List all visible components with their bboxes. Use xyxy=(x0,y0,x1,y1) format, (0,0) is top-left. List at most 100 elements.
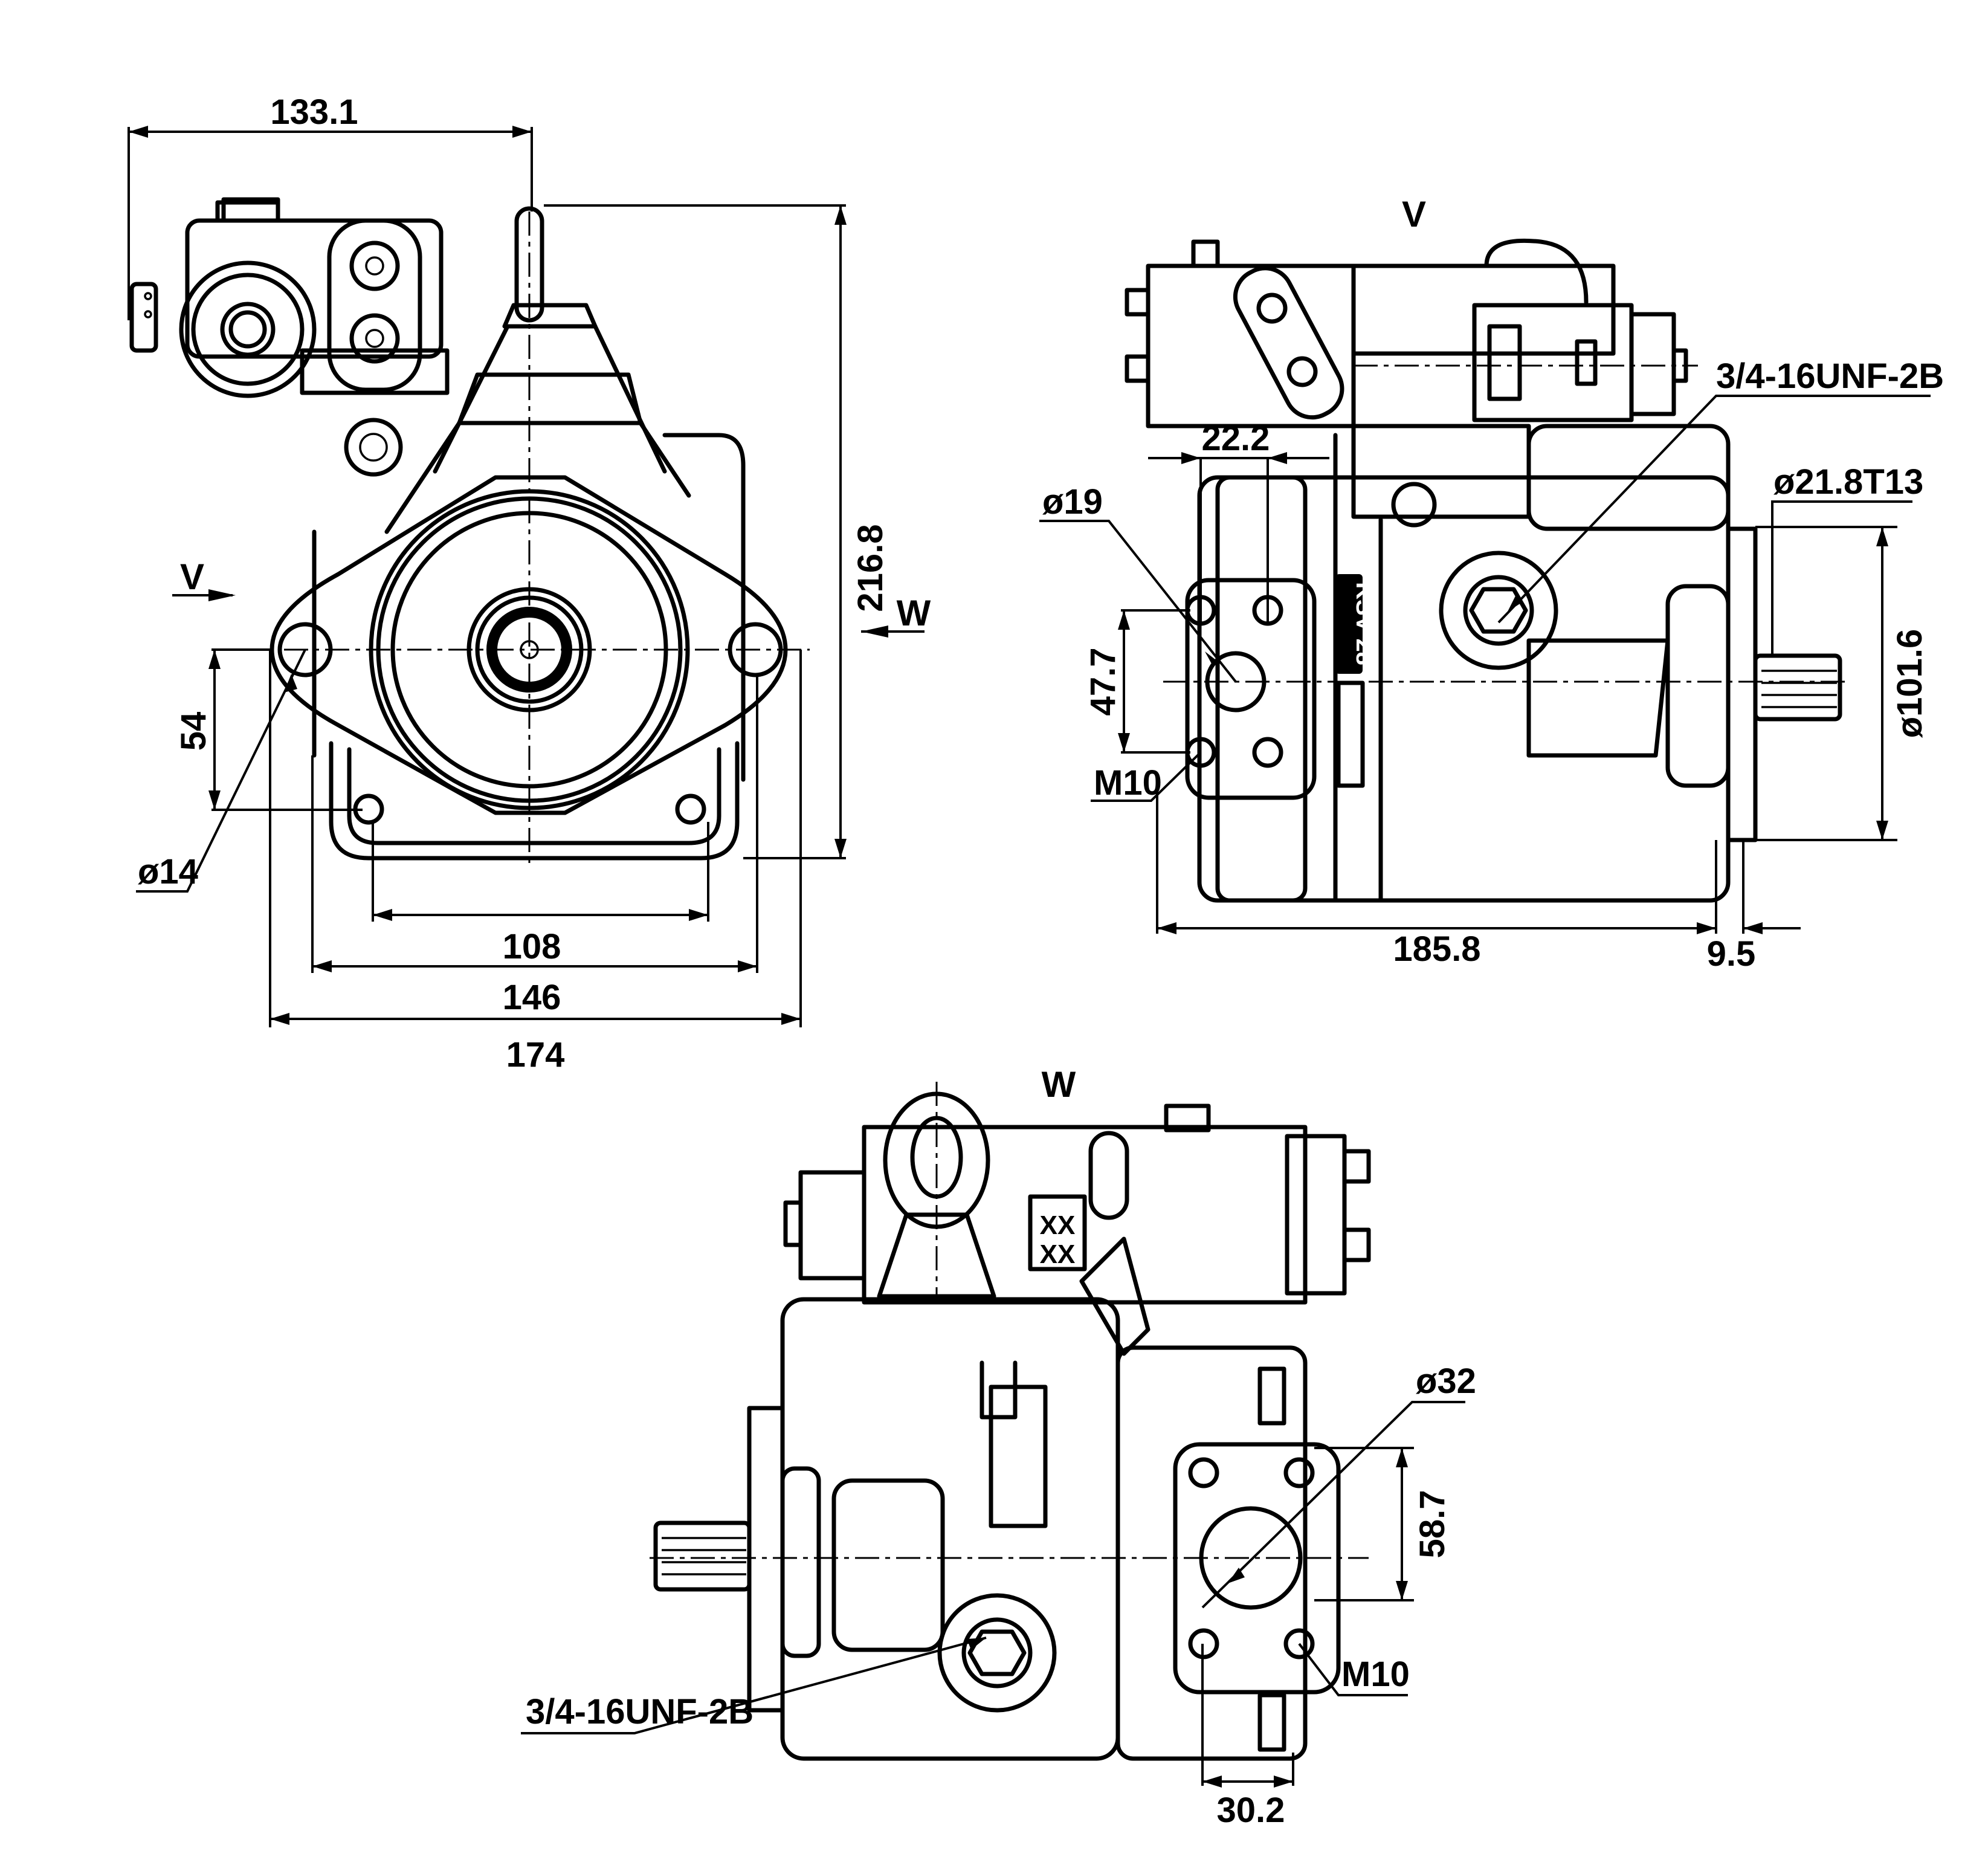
bottom-spline-shaft xyxy=(653,1520,752,1592)
bottom-solenoid-nut xyxy=(798,1170,867,1281)
solenoid-core xyxy=(220,302,276,357)
front-view: 133.1 216.8 54 ø14 xyxy=(127,92,931,1074)
connector-pin xyxy=(144,310,152,318)
side-housing-endcap xyxy=(1215,475,1308,903)
side-housing xyxy=(1197,475,1731,903)
bottom-drain-port-boss xyxy=(937,1593,1057,1713)
side-drain-port-boss xyxy=(1439,551,1558,670)
side-adjust-screw xyxy=(1191,239,1220,268)
side-nameplate xyxy=(1335,574,1363,674)
side-solenoid-pin xyxy=(1575,339,1598,386)
bottom-drain-plug-hex xyxy=(967,1629,1027,1676)
control-valve-block xyxy=(129,197,450,477)
housing-neck-collar xyxy=(502,303,598,329)
dim-spline: ø21.8T13 xyxy=(1771,462,1923,656)
dim-m10-side: M10 xyxy=(1091,751,1202,803)
pilot-plug-lower-bore xyxy=(365,329,384,348)
side-control-valve xyxy=(1125,238,1698,428)
dim-unf-side: 3/4-16UNF-2B xyxy=(1497,357,1944,624)
side-view-W: W xyxy=(521,1064,1476,1830)
dim-dia-32: ø32 xyxy=(1201,1362,1476,1609)
pilot-plug-upper xyxy=(349,241,400,291)
side-solenoid-housing xyxy=(1472,303,1634,422)
dim-m10-side-label: M10 xyxy=(1094,763,1162,803)
side-valve-stud xyxy=(1125,354,1151,383)
bottom-adjust-screw xyxy=(1164,1104,1211,1133)
bottom-eye-base xyxy=(877,1212,996,1299)
dim-133-1: 133.1 xyxy=(127,92,533,320)
housing-lower-inner xyxy=(347,747,721,845)
solenoid-coil-knurl xyxy=(191,273,305,386)
dim-47-7-label: 47.7 xyxy=(1083,648,1123,716)
housing-neck xyxy=(433,324,667,474)
lower-hole-right xyxy=(675,793,706,825)
bleed-screw-inner xyxy=(359,433,388,462)
side-lift-eye xyxy=(1484,238,1589,305)
bleed-screw xyxy=(344,418,403,477)
bottom-end-stud xyxy=(1342,1149,1371,1184)
pilot-plug-lower xyxy=(349,313,400,364)
dim-58-7-label: 58.7 xyxy=(1413,1490,1452,1559)
dim-108: 108 xyxy=(372,822,709,966)
side-drain-plug-hex xyxy=(1469,587,1528,634)
dim-185-8-label: 185.8 xyxy=(1393,929,1480,969)
dim-9-5-label: 9.5 xyxy=(1707,934,1756,974)
dim-dia-14-label: ø14 xyxy=(138,852,198,891)
bottom-port-bolt xyxy=(1283,1457,1315,1488)
side-pilot-link xyxy=(1233,266,1344,420)
dim-174-label: 174 xyxy=(506,1035,565,1074)
housing-right xyxy=(662,433,746,782)
view-marker-w-label: W xyxy=(897,593,931,633)
side-view-V: V KSV 28 xyxy=(1039,194,1944,974)
bottom-solenoid-cap xyxy=(783,1200,803,1247)
side-case-bulge xyxy=(1526,638,1670,758)
side-port-bolt xyxy=(1252,737,1283,768)
dim-dia-19-label: ø19 xyxy=(1042,482,1103,522)
housing-shoulder-inner xyxy=(457,372,643,425)
bottom-pilot-flange xyxy=(747,1406,785,1713)
bottom-lug-lower xyxy=(1257,1693,1286,1752)
pivot-pin xyxy=(514,206,544,323)
dim-unf-side-label: 3/4-16UNF-2B xyxy=(1716,357,1944,396)
dim-22-2: 22.2 xyxy=(1148,419,1329,622)
bottom-bearing-boss xyxy=(780,1466,821,1658)
side-port-flange xyxy=(1185,578,1317,800)
bottom-label-plate-line-1: XX xyxy=(1040,1210,1076,1240)
valve-body xyxy=(185,218,444,359)
bottom-port-flange xyxy=(1173,1442,1341,1695)
dim-108-label: 108 xyxy=(503,927,561,966)
dim-m10-bottom-label: M10 xyxy=(1341,1655,1410,1694)
side-spline-shaft xyxy=(1753,653,1842,722)
dim-30-2: 30.2 xyxy=(1201,1644,1294,1830)
pilot-plugs-housing xyxy=(327,218,422,392)
pilot-plug-upper-bore xyxy=(365,256,384,276)
bottom-lug-upper xyxy=(1257,1366,1286,1426)
solenoid-coil-nut xyxy=(179,260,317,398)
bottom-label-plate xyxy=(1028,1194,1087,1272)
side-blank-plate xyxy=(1336,680,1365,788)
bottom-port-bolt xyxy=(1188,1457,1219,1488)
side-bleed-screw xyxy=(1391,482,1437,528)
side-drain-port xyxy=(1463,575,1534,646)
bottom-end-block xyxy=(1285,1134,1347,1296)
dim-174: 174 xyxy=(269,650,802,1074)
dim-m10-bottom: M10 xyxy=(1298,1643,1410,1696)
side-nameplate-text: KSV 28 xyxy=(1351,582,1378,665)
dim-58-7: 58.7 xyxy=(1314,1447,1452,1601)
side-upper-right xyxy=(1526,424,1731,531)
dim-185-8: 185.8 xyxy=(1156,786,1717,969)
dim-spline-label: ø21.8T13 xyxy=(1773,462,1923,502)
dim-54-label: 54 xyxy=(174,712,213,751)
side-valve-top xyxy=(1351,263,1616,356)
dim-dia-101-6: ø101.6 xyxy=(1755,526,1929,841)
view-marker-w: W xyxy=(861,593,931,638)
dim-unf-bottom: 3/4-16UNF-2B xyxy=(521,1637,987,1734)
bottom-label-plate-line-2: XX xyxy=(1040,1239,1076,1269)
side-view-W-title: W xyxy=(1042,1064,1076,1105)
housing-shoulder xyxy=(384,421,691,534)
dim-30-2-label: 30.2 xyxy=(1217,1791,1285,1830)
side-pilot-plug-lower xyxy=(1286,356,1318,387)
dim-47-7: 47.7 xyxy=(1083,609,1190,754)
connector-pin xyxy=(144,292,152,300)
dim-dia-19: ø19 xyxy=(1039,482,1237,683)
